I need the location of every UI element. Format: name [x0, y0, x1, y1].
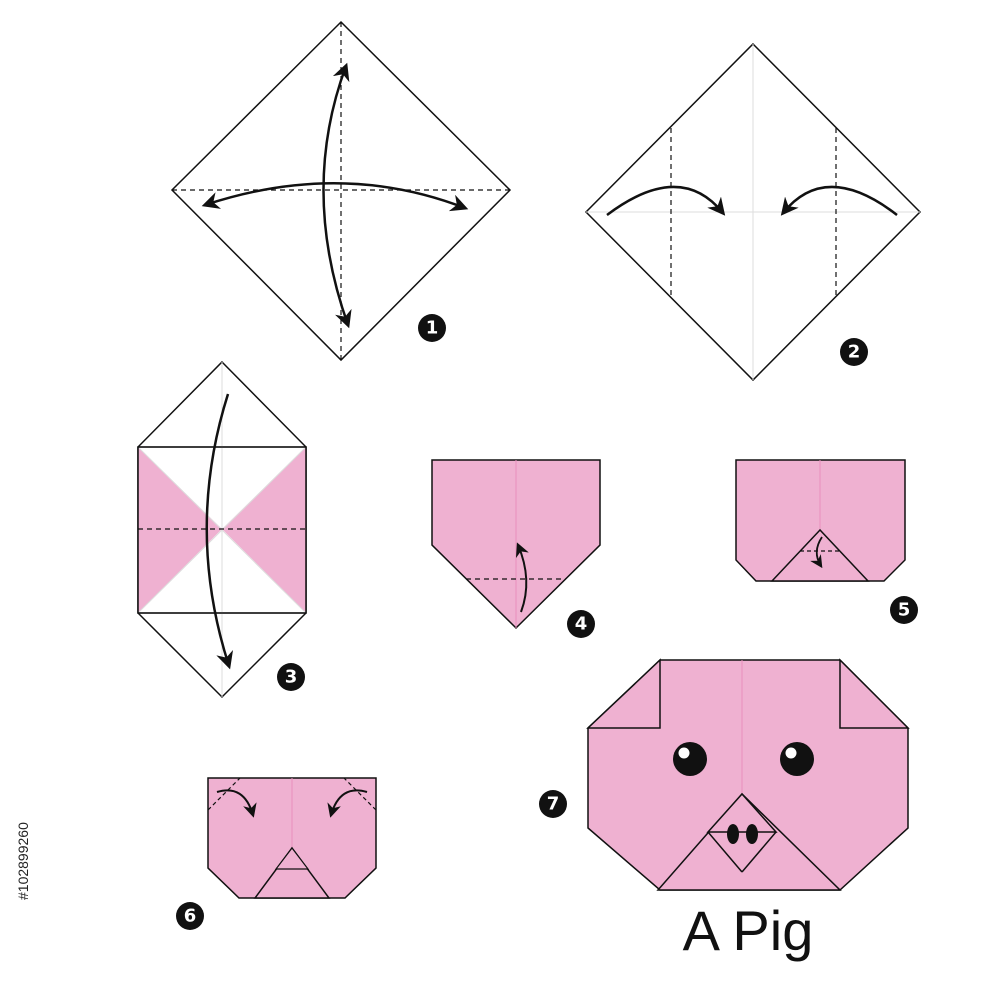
step-5-diagram [735, 459, 906, 582]
pig-left-eye [673, 742, 707, 776]
step-6-left-fold-line [207, 777, 241, 811]
step-3-arrow [205, 393, 234, 670]
step-badge-6: 6 [176, 902, 204, 930]
step-4-diagram [431, 459, 601, 630]
pig-snout-edge-right [741, 831, 777, 873]
step-badge-5-label: 5 [898, 600, 911, 621]
step-badge-6-label: 6 [184, 906, 197, 927]
step-badge-2-label: 2 [848, 342, 861, 363]
step-3-frame [137, 446, 307, 614]
pig-left-nostril [727, 824, 739, 844]
step-6-right-arrow [327, 789, 368, 818]
diagram-title: A Pig [683, 899, 814, 962]
step-2-diagram [584, 42, 922, 382]
pig-left-eye-highlight [678, 747, 690, 759]
step-badge-1: 1 [418, 314, 446, 342]
pig-right-nostril [746, 824, 758, 844]
step-badge-4-label: 4 [575, 614, 588, 635]
step-6-diagram [207, 777, 377, 899]
step-badge-3-label: 3 [285, 667, 298, 688]
step-6-left-arrow [216, 789, 257, 818]
pig-snout-top [706, 792, 778, 833]
step-3-diagram [137, 360, 307, 699]
pig-snout-edge-left [707, 831, 743, 873]
pig-right-ear [839, 658, 910, 729]
step-5-arrow [810, 536, 823, 569]
step-badge-7: 7 [539, 790, 567, 818]
step-badge-5: 5 [890, 596, 918, 624]
pig-right-eye [780, 742, 814, 776]
step-1-vertical-arrow [322, 62, 352, 329]
step-7-pig-face [586, 658, 910, 891]
step-3-left-flap [138, 447, 222, 613]
step-6-nose-flap [274, 847, 310, 870]
step-1-square [170, 20, 512, 362]
step-3-right-flap [222, 447, 306, 613]
pig-left-ear [586, 658, 661, 729]
pig-right-eye-highlight [785, 747, 797, 759]
step-2-left-arrow [606, 185, 726, 216]
step-4-arrow [515, 542, 529, 613]
step-badge-4: 4 [567, 610, 595, 638]
step-6-nose-triangle [253, 846, 331, 899]
step-2-right-arrow [780, 185, 898, 216]
step-badge-3: 3 [277, 663, 305, 691]
step-badge-2: 2 [840, 338, 868, 366]
step-1-diagram [170, 20, 512, 362]
step-badge-1-label: 1 [426, 318, 439, 339]
step-6-right-fold-line [343, 777, 377, 811]
step-badge-7-label: 7 [547, 794, 560, 815]
image-id-label: #102899260 [15, 822, 31, 900]
